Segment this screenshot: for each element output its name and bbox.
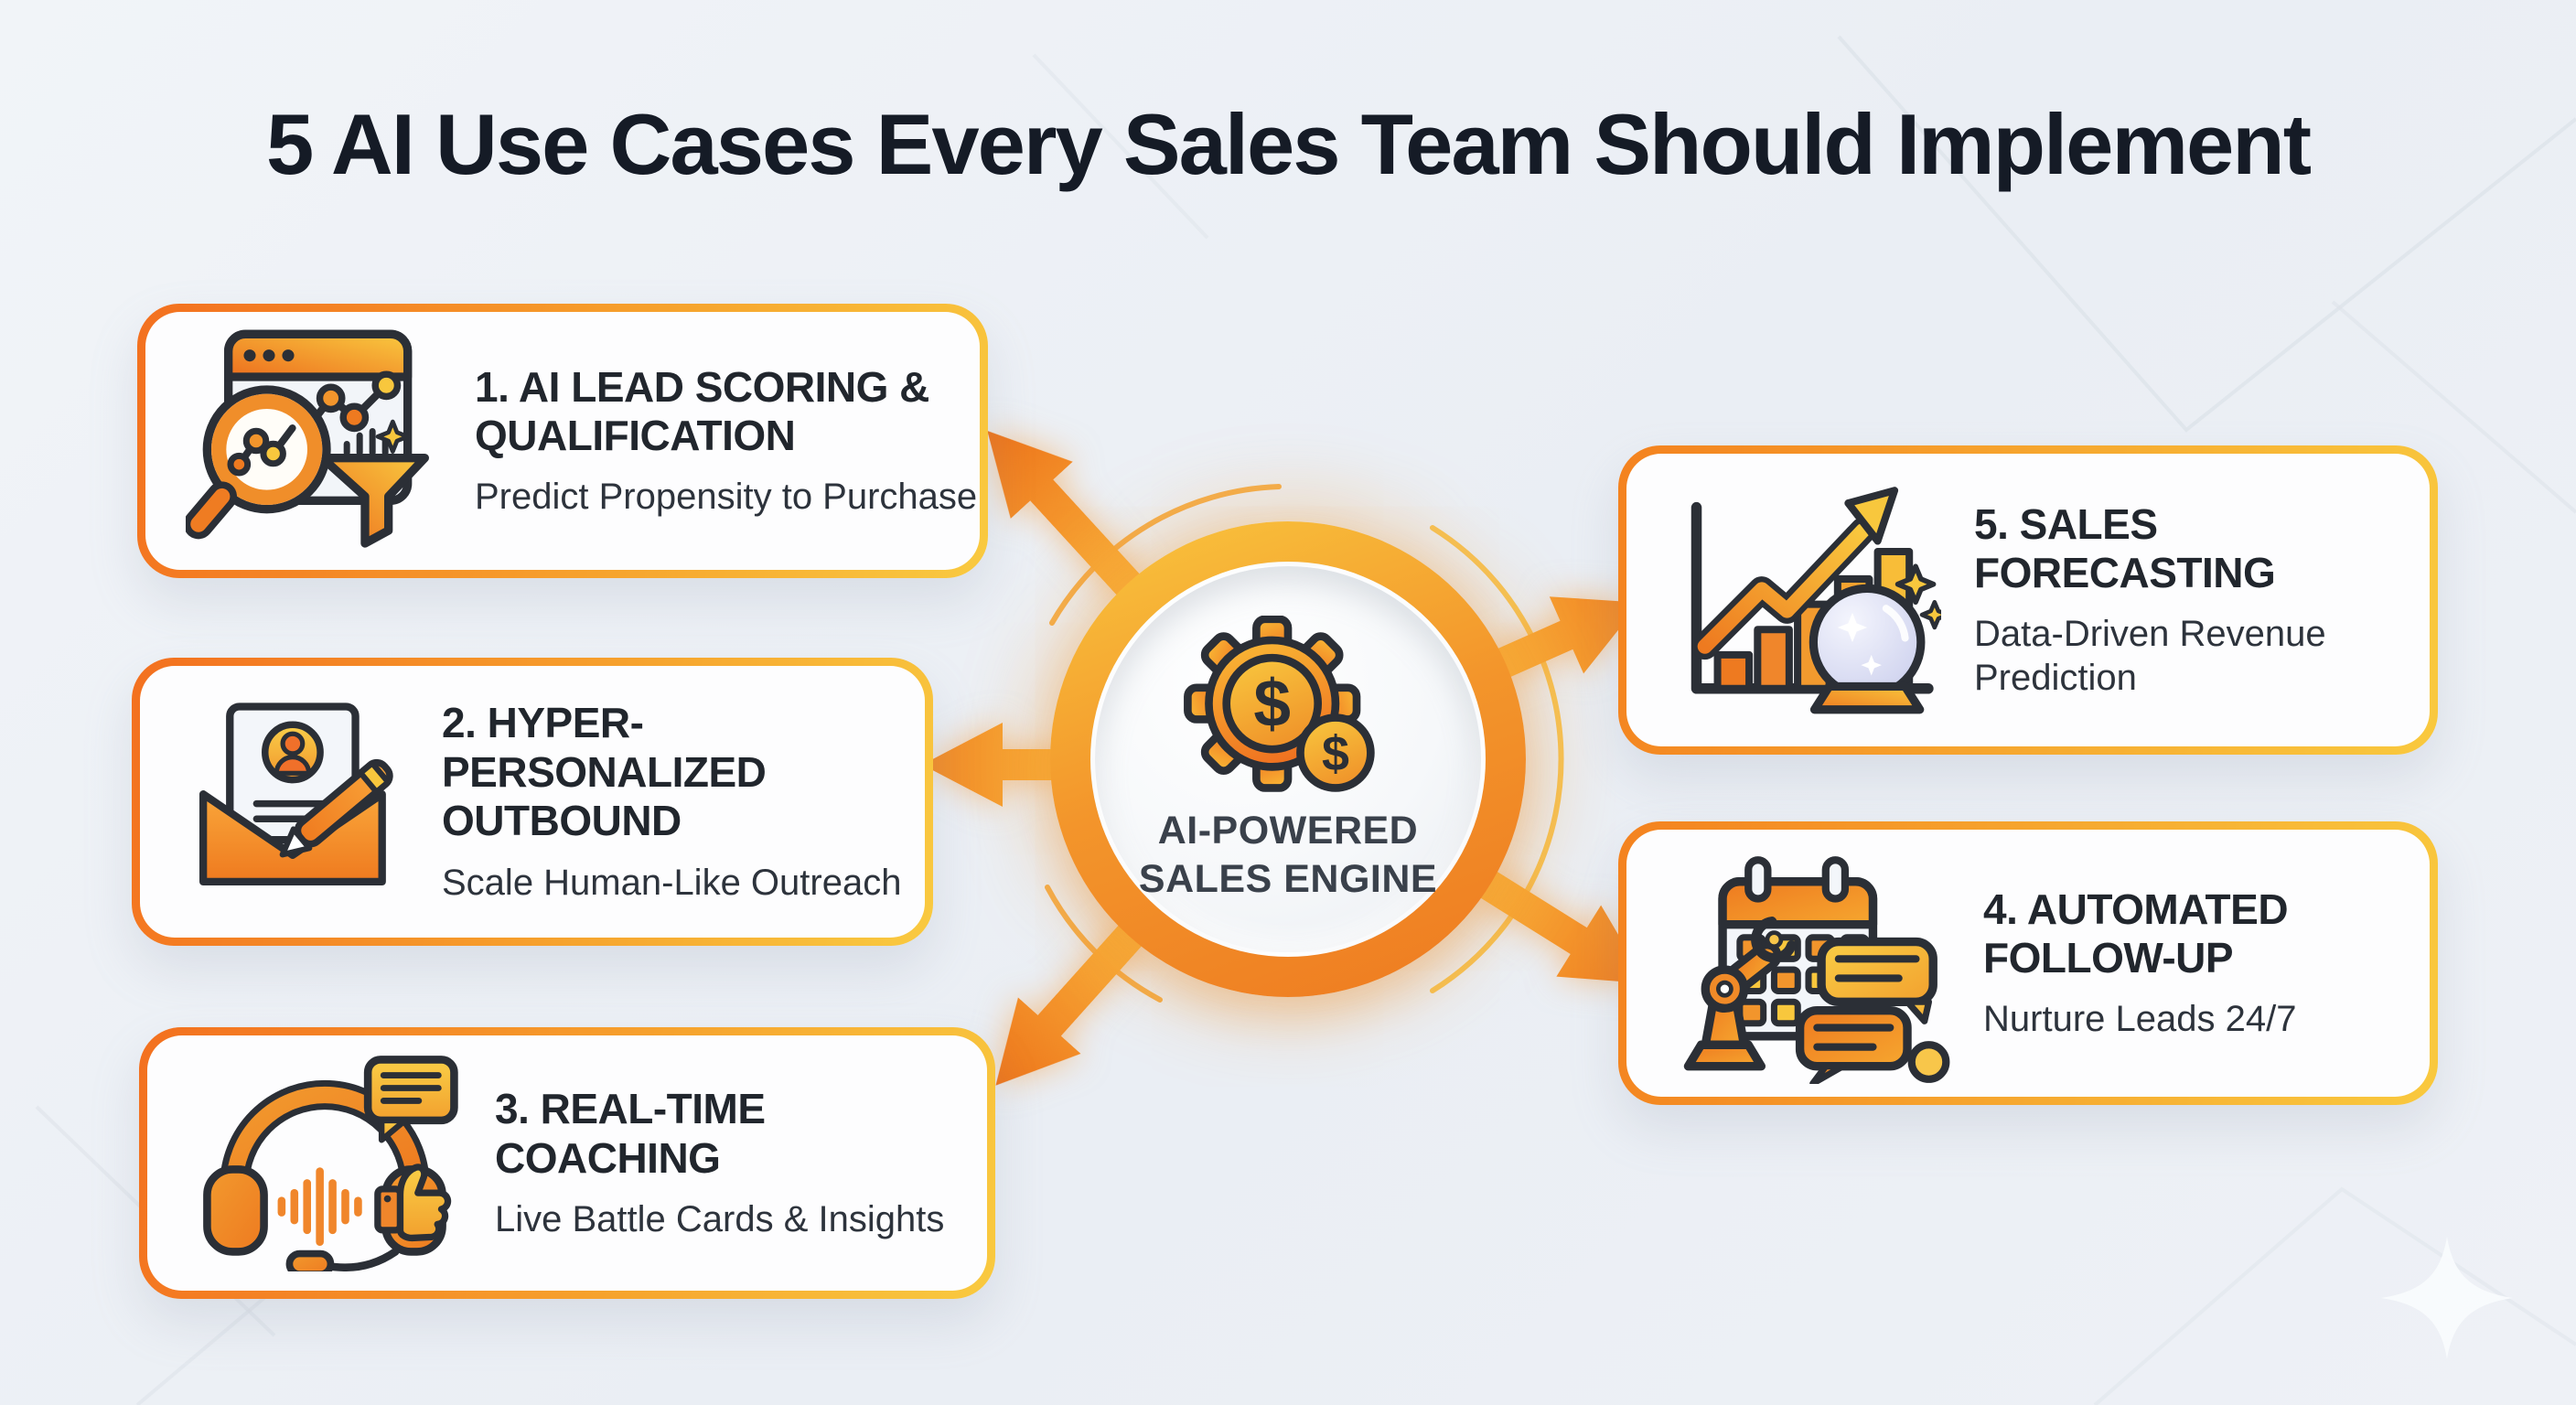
arrow-to-lead-scoring	[987, 430, 1143, 598]
card-subtitle: Scale Human-Like Outreach	[442, 862, 902, 903]
arrow-to-forecasting	[1487, 596, 1640, 682]
forecast-chart-glyph	[1690, 487, 1941, 714]
hub-arrows	[922, 430, 1648, 1086]
card-heading: 4. AUTOMATED FOLLOW-UP	[1983, 885, 2289, 981]
card-subtitle: Live Battle Cards & Insights	[495, 1198, 945, 1239]
lead-scoring-icon	[186, 321, 442, 561]
card-subtitle: Data-Driven Revenue Prediction	[1974, 614, 2326, 699]
arrow-to-coaching	[995, 922, 1144, 1086]
browser-analytics-glyph	[186, 329, 430, 548]
svg-text:$: $	[1322, 726, 1349, 781]
card-heading: 2. HYPER-PERSONALIZED OUTBOUND	[442, 699, 767, 845]
card-lead-scoring: 1. AI LEAD SCORING & QUALIFICATION Predi…	[137, 304, 988, 578]
hub-label-line1: AI-POWERED	[1157, 809, 1419, 853]
calendar-robot-glyph	[1683, 856, 1950, 1084]
sales-forecasting-icon	[1667, 482, 1941, 718]
headset-coaching-glyph	[203, 1055, 458, 1271]
card-subtitle: Predict Propensity to Purchase	[475, 477, 978, 518]
card-real-time-coaching: 3. REAL-TIME COACHING Live Battle Cards …	[139, 1027, 995, 1299]
automated-follow-up-icon	[1667, 842, 1950, 1084]
voice-waveform	[277, 1166, 362, 1246]
sparkle-decoration	[2381, 1237, 2513, 1359]
personalized-outbound-icon	[180, 695, 409, 908]
card-heading: 1. AI LEAD SCORING & QUALIFICATION	[475, 362, 929, 459]
arrow-to-follow-up	[1476, 869, 1648, 984]
hub-label-line2: SALES ENGINE	[1138, 856, 1438, 901]
gear-dollar-icon: $ $	[1173, 615, 1403, 803]
page-title: 5 AI Use Cases Every Sales Team Should I…	[265, 96, 2312, 192]
arrow-to-outbound	[922, 723, 1067, 807]
card-subtitle: Nurture Leads 24/7	[1983, 999, 2297, 1040]
svg-text:$: $	[1253, 667, 1291, 741]
envelope-letter-pen-glyph	[199, 702, 393, 886]
card-heading: 3. REAL-TIME COACHING	[495, 1085, 766, 1182]
hub-label: AI-POWERED SALES ENGINE	[1139, 807, 1437, 903]
card-automated-follow-up: 4. AUTOMATED FOLLOW-UP Nurture Leads 24/…	[1618, 821, 2438, 1105]
card-heading: 5. SALES FORECASTING	[1974, 499, 2276, 596]
hub-core: $ $ AI-POWERED SALES ENGINE	[1090, 562, 1486, 957]
card-sales-forecasting: 5. SALES FORECASTING Data-Driven Revenue…	[1618, 445, 2438, 755]
real-time-coaching-icon	[188, 1055, 462, 1271]
card-personalized-outbound: 2. HYPER-PERSONALIZED OUTBOUND Scale Hum…	[132, 658, 933, 946]
gear-glyph: $ $	[1184, 615, 1375, 792]
